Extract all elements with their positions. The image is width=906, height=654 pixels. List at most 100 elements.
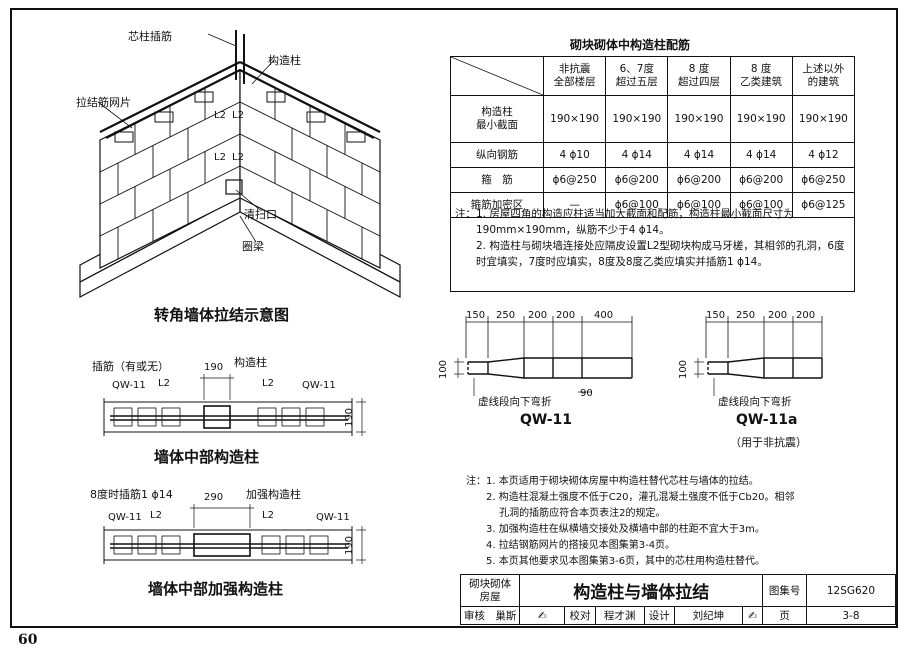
label-l2-a: L2	[214, 110, 226, 121]
table-cell: ϕ6@100	[729, 192, 793, 218]
qw11a-dim-1: 150	[706, 310, 726, 321]
table-cell: ϕ6@100	[605, 192, 669, 218]
tb-page-no: 3-8	[805, 606, 897, 625]
table-cell: ϕ6@100	[667, 192, 731, 218]
qw11-dim-5: 400	[594, 310, 614, 321]
tb-category: 砌块砌体 房屋	[459, 574, 521, 607]
table-cell: —	[542, 192, 607, 218]
table-cell: 190×190	[791, 95, 856, 143]
review-name: 巢斯	[495, 610, 517, 622]
header-col-5: 上述以外 的建筑	[791, 56, 856, 96]
review-label: 审核	[463, 610, 485, 622]
row-label-stirrup: 箍 筋	[450, 167, 544, 193]
general-notes: 注： 1. 本页适用于砌块砌体房屋中构造柱替代芯柱与墙体的拉结。 2. 构造柱混…	[466, 474, 794, 570]
note-item: 3. 加强构造柱在纵横墙交接处及横墙中部的柱距不宜大于3m。	[486, 524, 765, 535]
reinf-qw11-right: QW-11	[316, 512, 350, 523]
table-cell: ϕ6@125	[791, 192, 856, 218]
mid-label-column: 构造柱	[234, 356, 267, 369]
table-title: 砌块砌体中构造柱配筋	[570, 38, 691, 52]
label-l2-d: L2	[232, 152, 244, 163]
mid-qw11-right: QW-11	[302, 380, 336, 391]
page-number: 60	[18, 632, 38, 648]
qw11-dim-3: 200	[528, 310, 548, 321]
table-cell: 190×190	[667, 95, 731, 143]
qw11-dim-2: 250	[496, 310, 516, 321]
qw11a-dim-4: 200	[796, 310, 816, 321]
tb-design-name: 刘纪坤	[673, 606, 743, 625]
notes-label: 注：	[466, 476, 486, 487]
qw11a-height: 100	[678, 359, 690, 380]
label-l2-c: L2	[214, 152, 226, 163]
reinf-qw11-left: QW-11	[108, 512, 142, 523]
drawing-frame	[10, 8, 898, 628]
tb-title: 构造柱与墙体拉结	[519, 574, 764, 607]
table-note-label: 注：	[455, 208, 476, 220]
table-cell: ϕ6@250	[791, 167, 856, 193]
tb-review-label: 审核 巢斯	[459, 606, 521, 625]
qw11a-dim-3: 200	[768, 310, 788, 321]
qw11a-sub: （用于非抗震）	[730, 436, 807, 449]
table-cell: ϕ6@200	[729, 167, 793, 193]
reinforced-column-plan	[103, 504, 366, 564]
qw11-dim-90: 90	[580, 388, 593, 399]
reinf-label-column: 加强构造柱	[246, 488, 301, 501]
reinf-dim-290: 290	[204, 492, 224, 503]
table-corner	[450, 56, 544, 96]
qw11-mesh-drawing	[454, 316, 633, 396]
mid-label-bar: 插筋（有或无）	[92, 360, 169, 373]
qw11-dim-4: 200	[556, 310, 576, 321]
qw11-height: 100	[438, 359, 450, 380]
label-l2-b: L2	[232, 110, 244, 121]
mid-l2-right: L2	[262, 378, 274, 389]
table-note-1: 1. 房屋四角的构造应柱适当加大截面和配筋，构造柱最小截面尺寸为190mm×19…	[476, 208, 794, 236]
tb-atlas-no: 12SG620	[805, 574, 897, 607]
tb-page-label: 页	[762, 606, 807, 625]
header-col-4: 8 度 乙类建筑	[729, 56, 793, 96]
reinf-dim-side: 190	[344, 535, 356, 556]
corner-wall-isometric	[79, 30, 401, 298]
table-cell: 190×190	[729, 95, 793, 143]
mid-l2-left: L2	[158, 378, 170, 389]
tb-check-label: 校对	[564, 606, 596, 625]
qw11-name: QW-11	[520, 412, 573, 428]
table-cell: ϕ6@250	[542, 167, 607, 193]
label-column: 构造柱	[268, 54, 301, 67]
tb-review-signature: ✍	[519, 606, 566, 625]
mid-dim-side: 190	[344, 407, 356, 428]
qw11a-dim-2: 250	[736, 310, 756, 321]
qw11a-mesh-drawing	[694, 316, 823, 396]
row-label-section: 构造柱 最小截面	[450, 95, 544, 143]
mid-qw11-left: QW-11	[112, 380, 146, 391]
header-col-3: 8 度 超过四层	[667, 56, 731, 96]
table-cell: 4 ϕ12	[791, 142, 856, 168]
label-cleanout: 清扫口	[244, 208, 277, 221]
reinf-caption: 墙体中部加强构造柱	[148, 580, 284, 598]
tb-design-signature: ✍	[741, 606, 764, 625]
table-cell: ϕ6@200	[605, 167, 669, 193]
mid-dim-190: 190	[204, 362, 224, 373]
mid-caption: 墙体中部构造柱	[154, 448, 260, 466]
table-cell: 4 ϕ10	[542, 142, 607, 168]
row-label-dense-zone: 箍筋加密区	[450, 192, 544, 218]
reinf-label-bar: 8度时插筋1 ϕ14	[90, 488, 173, 501]
table-cell: 190×190	[542, 95, 607, 143]
qw11-note: 虚线段向下弯折	[478, 396, 552, 408]
qw11-dim-1: 150	[466, 310, 486, 321]
table-cell: 4 ϕ14	[605, 142, 669, 168]
table-note-2: 2. 构造柱与砌块墙连接处应隔皮设置L2型砌块构成马牙槎，其相邻的孔洞，6度时宜…	[476, 240, 845, 268]
note-item: 2. 构造柱混凝土强度不低于C20，灌孔混凝土强度不低于Cb20。相邻	[486, 492, 795, 503]
table-cell: 4 ϕ14	[729, 142, 793, 168]
row-label-long-bars: 纵向钢筋	[450, 142, 544, 168]
tb-check-name: 程才渊	[594, 606, 645, 625]
note-item: 孔洞的插筋应符合本页表注2的规定。	[486, 508, 666, 519]
label-ring-beam: 圈梁	[242, 240, 264, 253]
note-item: 4. 拉结钢筋网片的搭接见本图集第3-4页。	[486, 540, 676, 551]
note-item: 5. 本页其他要求见本图集第3-6页，其中的芯柱用构造柱替代。	[486, 556, 766, 567]
header-col-2: 6、7度 超过五层	[605, 56, 669, 96]
qw11a-name: QW-11a	[736, 412, 798, 428]
table-cell: 190×190	[605, 95, 669, 143]
reinf-l2-right: L2	[262, 510, 274, 521]
iso-caption: 转角墙体拉结示意图	[154, 306, 290, 324]
note-item: 1. 本页适用于砌块砌体房屋中构造柱替代芯柱与墙体的拉结。	[486, 476, 759, 487]
tb-atlas-label: 图集号	[762, 574, 807, 607]
